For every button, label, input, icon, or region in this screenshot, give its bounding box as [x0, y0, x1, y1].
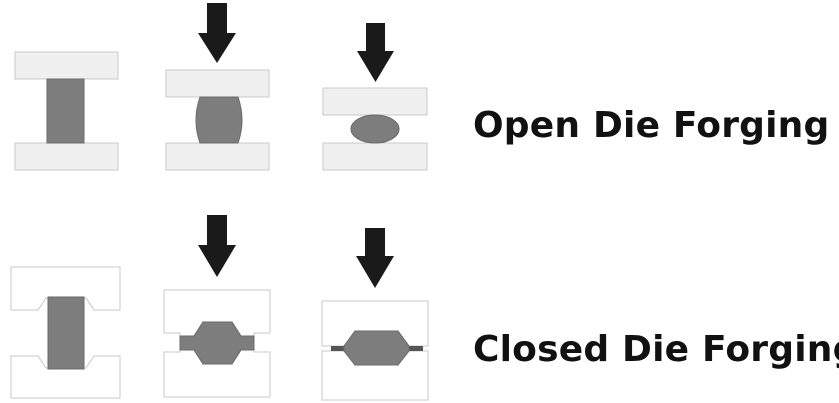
lower-flat-die: [165, 142, 270, 171]
lower-flat-die: [14, 142, 119, 171]
lower-impression-die: [10, 355, 121, 399]
down-arrow-icon: [198, 215, 236, 277]
down-arrow-icon: [357, 23, 394, 82]
upper-flat-die: [14, 51, 119, 80]
down-arrow-icon: [198, 3, 236, 63]
upper-flat-die: [322, 87, 428, 116]
closed-die-stage-1: [10, 266, 121, 399]
lower-flat-die: [322, 142, 428, 171]
closed-die-forging-label: Closed Die Forging: [473, 329, 839, 370]
open-die-stage-3: [322, 23, 428, 171]
forged-part: [179, 321, 255, 365]
open-die-stage-2: [165, 3, 270, 171]
bulged-billet: [195, 96, 243, 144]
closed-die-stage-3: [321, 228, 429, 401]
billet: [47, 296, 85, 370]
upper-impression-die: [10, 266, 121, 311]
upper-flat-die: [165, 69, 270, 98]
flattened-billet: [350, 114, 400, 144]
open-die-stage-1: [14, 51, 119, 171]
down-arrow-icon: [356, 228, 394, 288]
billet: [46, 78, 85, 144]
forged-part: [343, 330, 410, 366]
open-die-forging-label: Open Die Forging: [473, 105, 830, 146]
closed-die-stage-2: [163, 215, 271, 398]
